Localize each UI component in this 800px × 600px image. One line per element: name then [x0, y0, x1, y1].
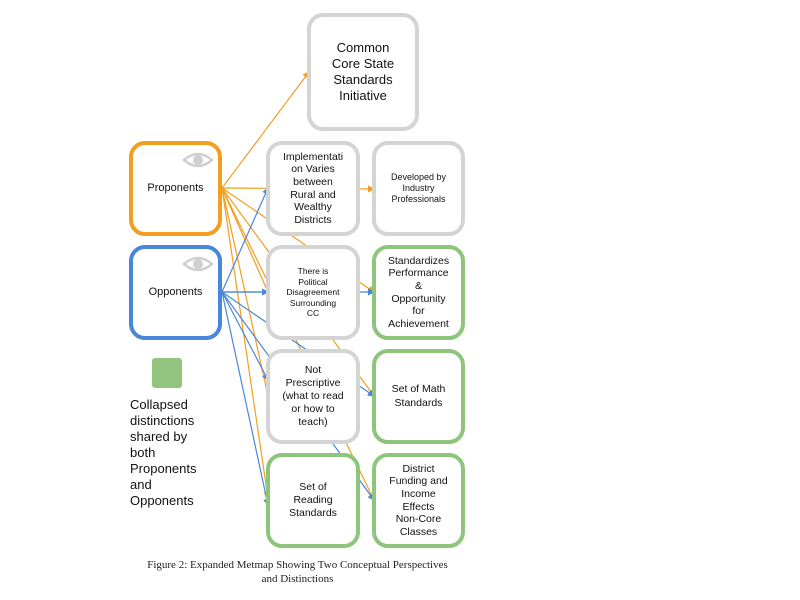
link-opponents-reading [221, 291, 271, 507]
node-district-label: District Funding and Income Effects Non-… [389, 462, 448, 538]
link-proponents-common-core [221, 71, 310, 189]
legend-text: Collapsed distinctions shared by both Pr… [130, 397, 197, 508]
figure-caption: Figure 2: Expanded Metmap Showing Two Co… [147, 559, 448, 585]
link-opponents-implementation [221, 186, 269, 293]
node-not-prescriptive[interactable]: Not Prescriptive (what to read or how to… [266, 349, 360, 444]
node-district[interactable]: District Funding and Income Effects Non-… [372, 453, 465, 548]
node-implementation-label: Implementati on Varies between Rural and… [282, 150, 344, 226]
node-political-label: There is Political Disagreement Surround… [286, 265, 340, 319]
node-developed-label: Developed by Industry Professionals [390, 171, 447, 205]
node-reading-label: Set of Reading Standards [289, 480, 337, 520]
node-standardizes[interactable]: Standardizes Performance & Opportunity f… [372, 245, 465, 340]
node-common-core-label: Common Core State Standards Initiative [331, 39, 395, 104]
eye-icon [182, 256, 214, 272]
node-math[interactable]: Set of Math Standards [372, 349, 465, 444]
node-common-core[interactable]: Common Core State Standards Initiative [307, 13, 419, 131]
link-proponents-reading [221, 187, 271, 500]
legend-swatch [152, 358, 182, 388]
node-proponents-label: Proponents [147, 181, 204, 194]
node-standardizes-label: Standardizes Performance & Opportunity f… [387, 254, 450, 330]
node-not-prescriptive-label: Not Prescriptive (what to read or how to… [282, 363, 344, 429]
node-proponents[interactable]: Proponents [129, 141, 222, 236]
node-developed[interactable]: Developed by Industry Professionals [372, 141, 465, 236]
eye-icon [182, 152, 214, 168]
node-implementation[interactable]: Implementati on Varies between Rural and… [266, 141, 360, 236]
node-math-label: Set of Math Standards [391, 383, 446, 409]
node-reading[interactable]: Set of Reading Standards [266, 453, 360, 548]
link-opponents-not-prescriptive [221, 291, 269, 382]
node-opponents-label: Opponents [148, 285, 203, 298]
node-political[interactable]: There is Political Disagreement Surround… [266, 245, 360, 340]
node-opponents[interactable]: Opponents [129, 245, 222, 340]
